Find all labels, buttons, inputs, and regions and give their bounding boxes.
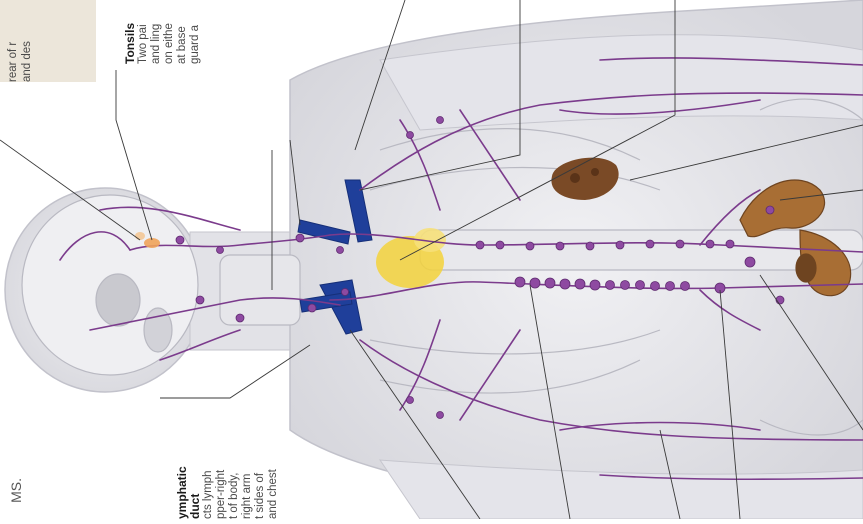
rear-note-text: rear of r and des	[6, 0, 34, 82]
lymphatic-duct-label: ymphatic duct cts lymph pper-right t of …	[176, 366, 280, 519]
tonsils-label: Tonsils Two pai and ling on eithe at bas…	[124, 0, 202, 64]
tonsils-title: Tonsils	[123, 23, 137, 64]
corner-text: MS.	[8, 478, 24, 503]
tonsils-description: Two pai and ling on eithe at base guard …	[137, 23, 201, 64]
lymphatic-duct-title: ymphatic duct	[175, 466, 202, 519]
lymphatic-duct-description: cts lymph pper-right t of body, right ar…	[202, 469, 279, 519]
